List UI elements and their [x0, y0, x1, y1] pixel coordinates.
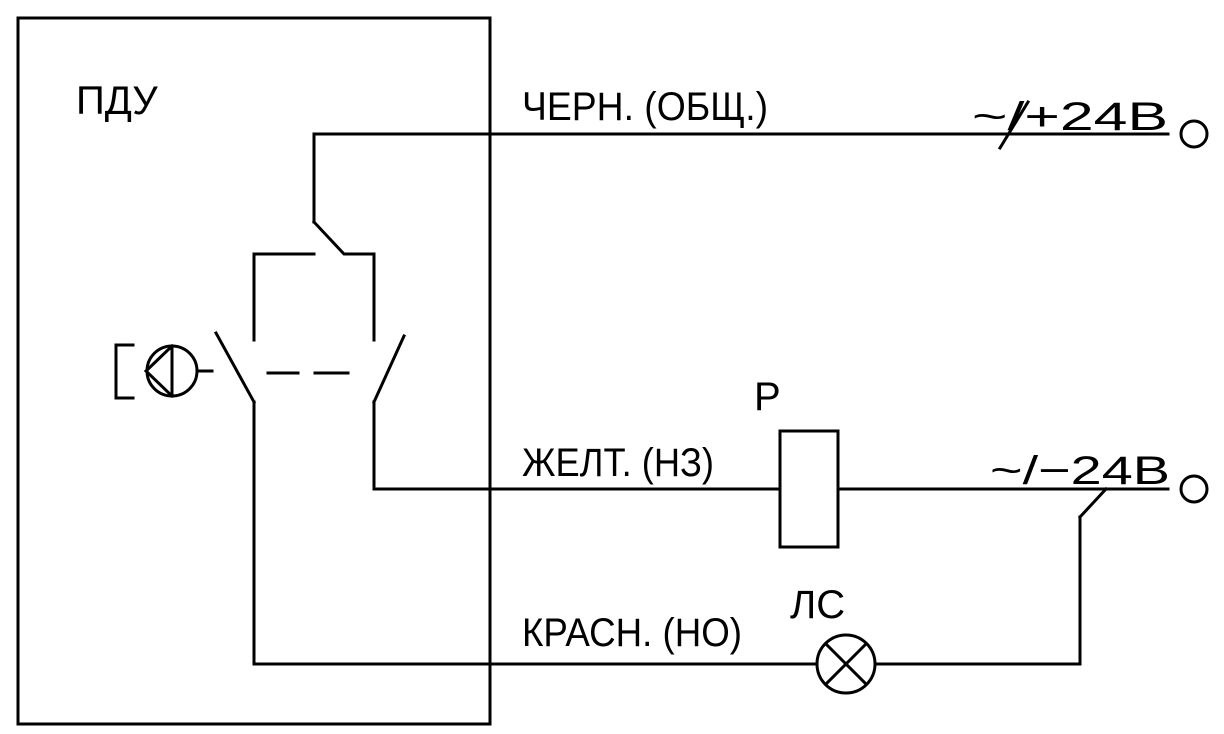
relay-label: Р	[754, 375, 781, 419]
wire-label-yellow: ЖЕЛТ. (НЗ)	[522, 441, 714, 485]
yellow-wire	[372, 400, 782, 491]
wire-label-red: КРАСН. (НО)	[522, 611, 742, 655]
terminal-label-negative: ~/−24В	[990, 449, 1170, 493]
signal-lamp-icon	[815, 633, 877, 695]
wire-label-black: ЧЕРН. (ОБЩ.)	[522, 85, 768, 129]
terminal-positive-icon	[1179, 119, 1209, 149]
terminal-label-positive: ~/+24В	[972, 95, 1168, 139]
black-wire	[312, 132, 1170, 224]
lamp-label: ЛС	[790, 583, 845, 627]
inductive-sensor-icon	[114, 343, 214, 400]
terminal-negative-icon	[1179, 474, 1209, 504]
black-wire-slash	[997, 99, 1031, 151]
red-wire	[252, 400, 818, 666]
return-slash	[1077, 486, 1109, 520]
relay-coil	[778, 429, 840, 549]
changeover-contact	[213, 219, 406, 405]
device-box	[16, 16, 492, 726]
device-label: ПДУ	[76, 79, 158, 123]
